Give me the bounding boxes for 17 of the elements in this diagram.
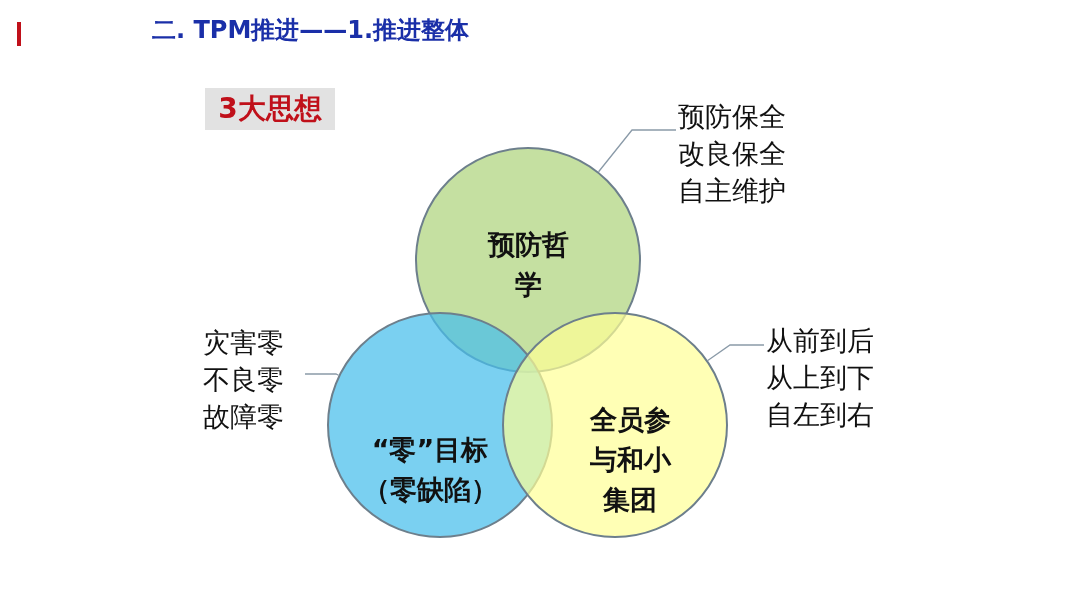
- leader-line: [707, 344, 765, 362]
- circle-label: 预防哲学: [486, 228, 570, 302]
- side-note: 从前到后: [766, 324, 874, 358]
- side-note: 预防保全: [678, 100, 786, 134]
- side-note: 不良零: [203, 363, 284, 397]
- circle-label: “零”目标（零缺陷）: [361, 433, 499, 507]
- side-note: 改良保全: [678, 137, 786, 171]
- side-note: 自左到右: [766, 398, 874, 432]
- side-note: 从上到下: [766, 361, 874, 395]
- side-note: 自主维护: [678, 174, 786, 208]
- circle-label: 全员参与和小集团: [588, 403, 673, 517]
- leader-line: [304, 373, 340, 376]
- side-note: 灾害零: [203, 326, 284, 360]
- title: 二. TPM推进——1.推进整体: [152, 15, 470, 46]
- side-note: 故障零: [203, 400, 284, 434]
- leader-line: [597, 129, 677, 173]
- heading-tag: 3大思想: [205, 88, 335, 130]
